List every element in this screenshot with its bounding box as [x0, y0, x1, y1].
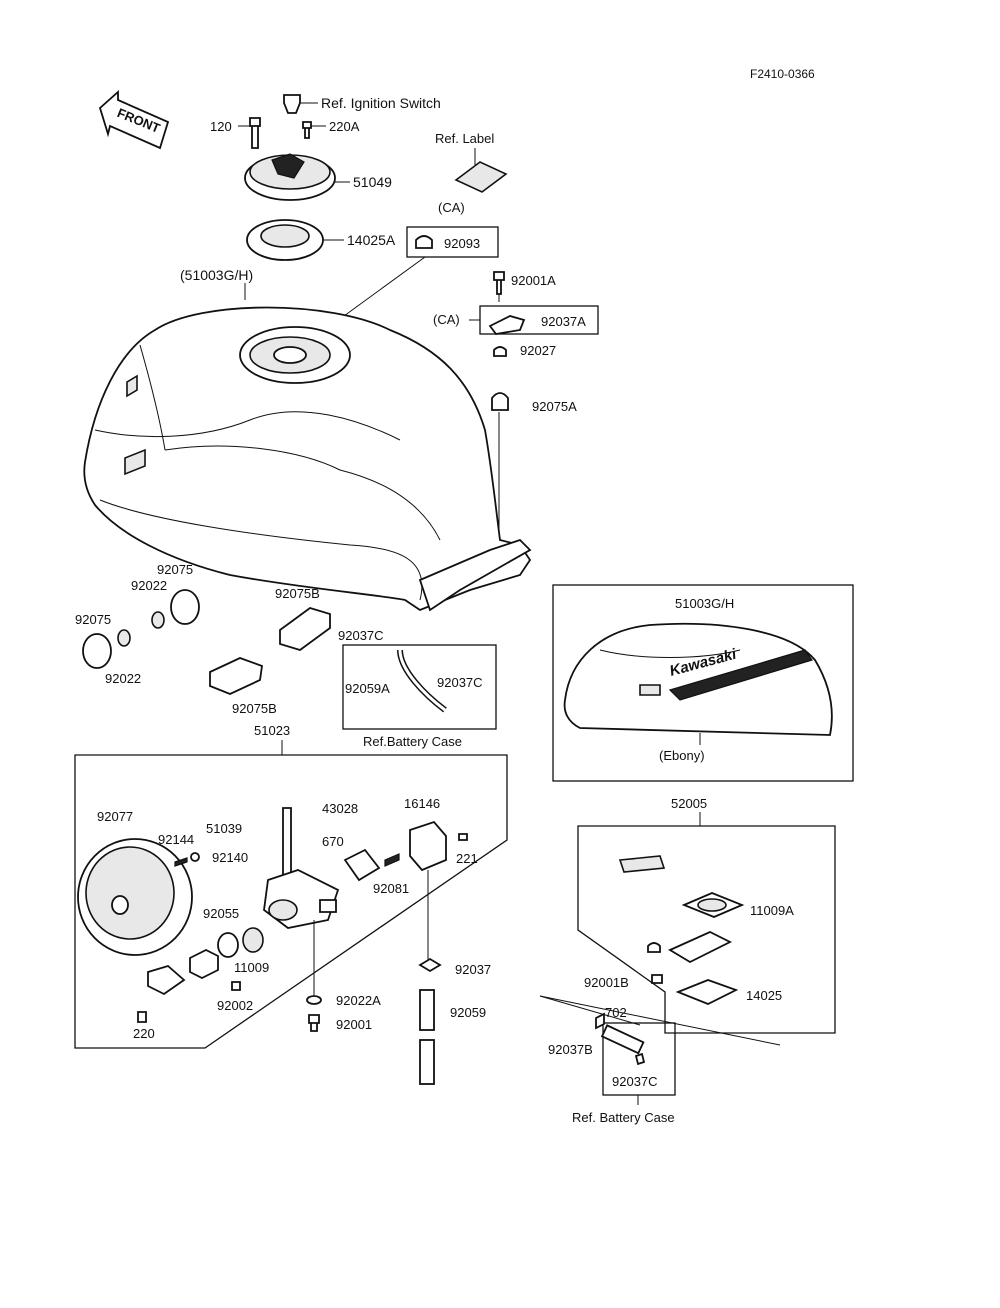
part-92077: 92077 [97, 809, 133, 824]
part-92059: 92059 [450, 1005, 486, 1020]
part-51023: 51023 [254, 723, 290, 738]
part-92037C-mid: 92037C [437, 675, 483, 690]
damper-parts [82, 589, 200, 669]
part-51003GH-main: (51003G/H) [180, 267, 253, 283]
part-92022A: 92022A [336, 993, 381, 1008]
part-92037C-bot: 92037C [612, 1074, 658, 1089]
part-11009: 11009 [234, 960, 269, 975]
part-220: 220 [133, 1026, 155, 1041]
part-51049: 51049 [353, 174, 392, 190]
ebony-tank [563, 622, 833, 736]
part-92075-b: 92075 [75, 612, 111, 627]
part-92059A: 92059A [345, 681, 390, 696]
bracket-92075B-icon-2 [209, 657, 263, 695]
ref-battery-case-2: Ref. Battery Case [572, 1110, 675, 1125]
part-92075A: 92075A [532, 399, 577, 414]
part-92075B-b: 92075B [232, 701, 277, 716]
part-92144: 92144 [158, 832, 194, 847]
part-52005: 52005 [671, 796, 707, 811]
box-battery-hose [342, 644, 497, 730]
part-92037: 92037 [455, 962, 491, 977]
ignition-cap-parts [238, 94, 350, 261]
part-92075-a: 92075 [157, 562, 193, 577]
box-92037A [479, 305, 599, 335]
part-14025A: 14025A [347, 232, 396, 248]
part-51003GH-ebony: 51003G/H [675, 596, 734, 611]
box-ebony-tank [552, 584, 854, 782]
part-670: 670 [322, 834, 344, 849]
part-92027: 92027 [520, 343, 556, 358]
box-52005 [577, 825, 836, 1034]
ref-label-text: Ref. Label [435, 131, 494, 146]
hose-92059-icon [419, 989, 435, 1031]
part-92140: 92140 [212, 850, 248, 865]
part-92055: 92055 [203, 906, 239, 921]
part-92002: 92002 [217, 998, 253, 1013]
part-92022-a: 92022 [131, 578, 167, 593]
label-decal-icon [454, 161, 508, 193]
ca-top-label: (CA) [438, 200, 465, 215]
bracket-92075B-icon [279, 607, 331, 651]
front-arrow: FRONT [98, 89, 170, 150]
fuel-cock-body [263, 807, 340, 929]
part-92001A: 92001A [511, 273, 556, 288]
part-92022-b: 92022 [105, 671, 141, 686]
part-221: 221 [456, 851, 478, 866]
figure-code: F2410-0366 [750, 67, 815, 81]
part-92037B: 92037B [548, 1042, 593, 1057]
part-92037A: 92037A [541, 314, 586, 329]
part-92037C-top: 92037C [338, 628, 384, 643]
part-16146: 16146 [404, 796, 440, 811]
ref-battery-case-1: Ref.Battery Case [363, 734, 462, 749]
ca-mid-label: (CA) [433, 312, 460, 327]
box-92093 [406, 226, 499, 258]
part-43028: 43028 [322, 801, 358, 816]
part-14025: 14025 [746, 988, 782, 1003]
part-120: 120 [210, 119, 232, 134]
part-92081: 92081 [373, 881, 409, 896]
part-92075B-a: 92075B [275, 586, 320, 601]
fuel-tank [83, 306, 532, 612]
part-11009A: 11009A [750, 903, 794, 918]
part-92093: 92093 [444, 236, 480, 251]
box-fuel-cock [74, 754, 508, 1049]
part-220A: 220A [329, 119, 360, 134]
part-51039: 51039 [206, 821, 242, 836]
box-hose-bottom [602, 1022, 676, 1096]
fuel-cock-cover [77, 838, 193, 956]
ref-ignition-switch-label: Ref. Ignition Switch [321, 95, 441, 111]
part-92001B: 92001B [584, 975, 629, 990]
part-702: 702 [605, 1005, 627, 1020]
part-92001: 92001 [336, 1017, 372, 1032]
ebony-label: (Ebony) [659, 748, 705, 763]
